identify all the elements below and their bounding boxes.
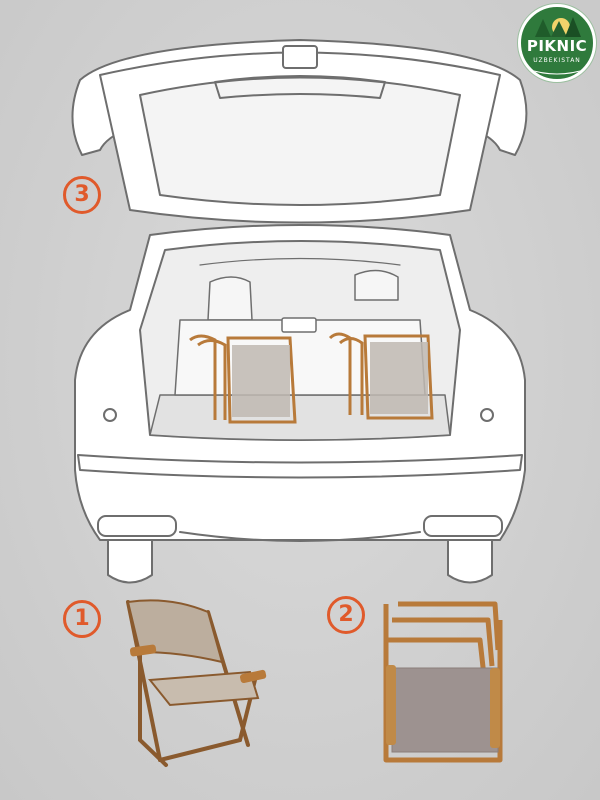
trunk-chair-left-frame-3 <box>226 336 297 424</box>
headrest-right <box>354 269 399 301</box>
trunk-chair-right-fabric <box>370 342 428 414</box>
logo-subtitle: UZBEKISTAN <box>533 57 581 64</box>
tailgate-latch <box>282 45 318 69</box>
chair-2-seat-fabric <box>391 667 499 753</box>
cargo-hook <box>281 317 317 333</box>
reflector-left <box>97 515 177 537</box>
tail-light-right <box>480 408 494 422</box>
tail-light-left <box>103 408 117 422</box>
chair-2-frame-top-1 <box>398 601 501 651</box>
trunk-chair-right-frame-3 <box>363 334 434 420</box>
trunk-chair-left-frame-2 <box>197 339 227 420</box>
piknic-logo: PIKNIC UZBEKISTAN <box>518 4 596 82</box>
tailgate-inner-trim <box>214 75 386 99</box>
chair-2-frame-top-2 <box>392 617 495 667</box>
headrest-left <box>207 276 253 321</box>
step-badge-2: 2 <box>327 596 365 634</box>
chair-1-base-bar <box>158 738 242 762</box>
chair-1-seat-fabric <box>148 670 260 707</box>
pine-trees-sun-icon <box>526 17 588 75</box>
reflector-right <box>423 515 503 537</box>
step-badge-1: 1 <box>63 600 101 638</box>
chair-1-front-leg-left <box>138 648 168 767</box>
chair-1-armrest-left <box>129 644 157 657</box>
chair-2-armrest-left <box>386 665 396 745</box>
rear-window-line <box>199 257 401 266</box>
trunk-chair-left-fabric <box>232 345 290 417</box>
wheel-left <box>107 539 153 584</box>
step-badge-3: 3 <box>63 176 101 214</box>
wheel-right <box>447 539 493 584</box>
chair-1-armrest-right <box>240 669 267 684</box>
logo-title: PIKNIC <box>526 37 588 55</box>
trunk-chair-right-frame-2 <box>338 337 364 415</box>
diffuser-line <box>179 531 421 542</box>
folded-chairs-in-trunk <box>189 332 434 424</box>
chair-2-frame-top-3 <box>388 637 487 677</box>
rear-bumper-line <box>77 454 523 479</box>
chair-2-armrest-right <box>490 668 500 748</box>
